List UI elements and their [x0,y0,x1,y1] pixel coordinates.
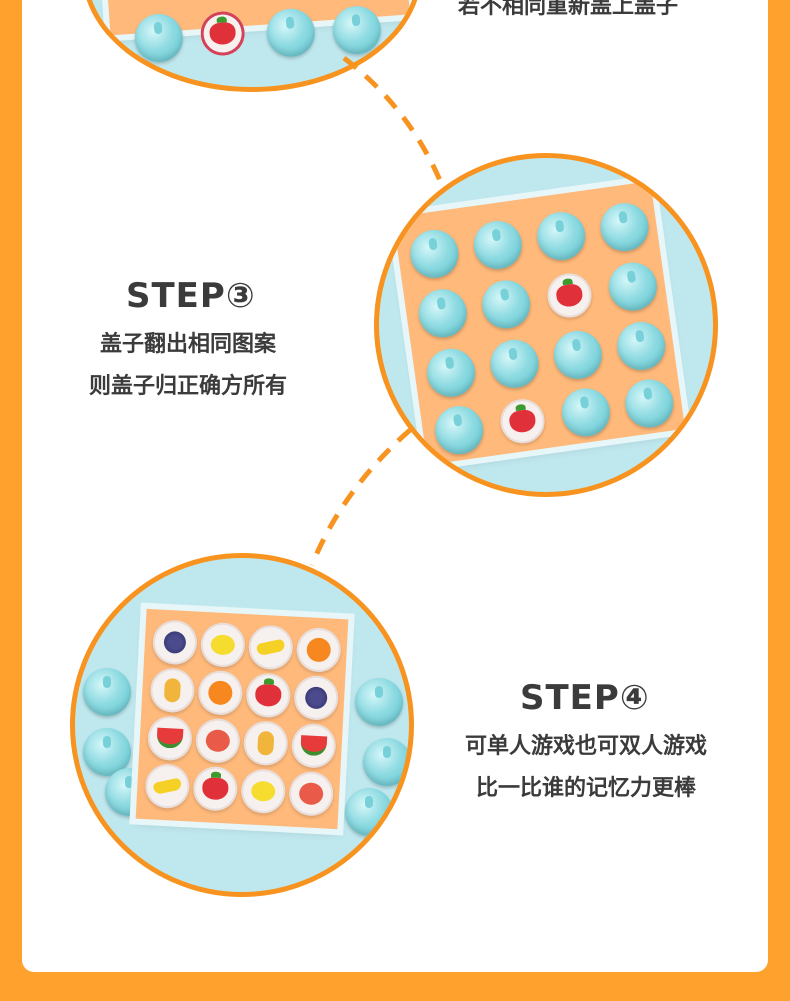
cap-icon [83,668,131,716]
step3-line1: 盖子翻出相同图案 [99,332,276,357]
strawberry-tile-icon [192,765,239,812]
step3-line2: 则盖子归正确方所有 [88,374,287,399]
banana-tile-icon [144,763,191,810]
step4-title: STEP④ [520,678,650,718]
cap-icon [407,226,462,281]
step4-board [135,608,349,830]
cap-icon [478,277,534,332]
previous-step-text: 若不相同重新盖上盖子 [458,0,679,19]
content-card: 若不相同重新盖上盖子 STEP③ 盖子翻出相同图案 则盖子归正确方所有 [22,0,768,972]
step3-title: STEP③ [126,276,256,316]
cap-icon [355,678,403,726]
step3-board [392,181,686,465]
orange-tile-icon [197,669,244,716]
dashed-curve-icon [309,56,447,566]
watermelon-tile-icon [146,715,194,762]
cap-icon [597,200,652,255]
grape-tile-icon [293,674,340,721]
step4-line1: 可单人游戏也可双人游戏 [464,734,707,759]
pineapple-tile-icon [149,667,196,714]
cap-icon [363,738,409,786]
watermelon-tile-icon [290,722,337,769]
cap-icon [550,327,605,383]
cap-icon [558,385,613,440]
cap-icon [534,208,589,264]
strawberry-tile-icon [544,270,595,321]
cap-icon [345,788,393,836]
step4-board-photo [70,553,414,897]
orange-tile-icon [199,621,246,669]
cap-icon [432,403,487,458]
cap-icon [423,345,479,400]
step4-line2: 比一比谁的记忆力更棒 [475,776,696,801]
cap-icon [487,336,542,391]
banana-tile-icon [247,624,294,671]
strawberry-tile-icon [497,396,548,447]
orange-tile-icon [295,626,342,674]
cap-icon [470,217,525,273]
apple-tile-icon [194,717,241,764]
grape-tile-icon [151,619,199,666]
cap-icon [605,259,660,314]
step3-board-photo [374,153,718,497]
strawberry-tile-icon [245,672,292,719]
cap-icon [415,286,470,341]
cap-icon [614,318,669,374]
cap-icon [622,376,677,431]
lemon-tile-icon [240,768,287,815]
apple-tile-icon [288,770,335,817]
pineapple-tile-icon [242,720,289,767]
